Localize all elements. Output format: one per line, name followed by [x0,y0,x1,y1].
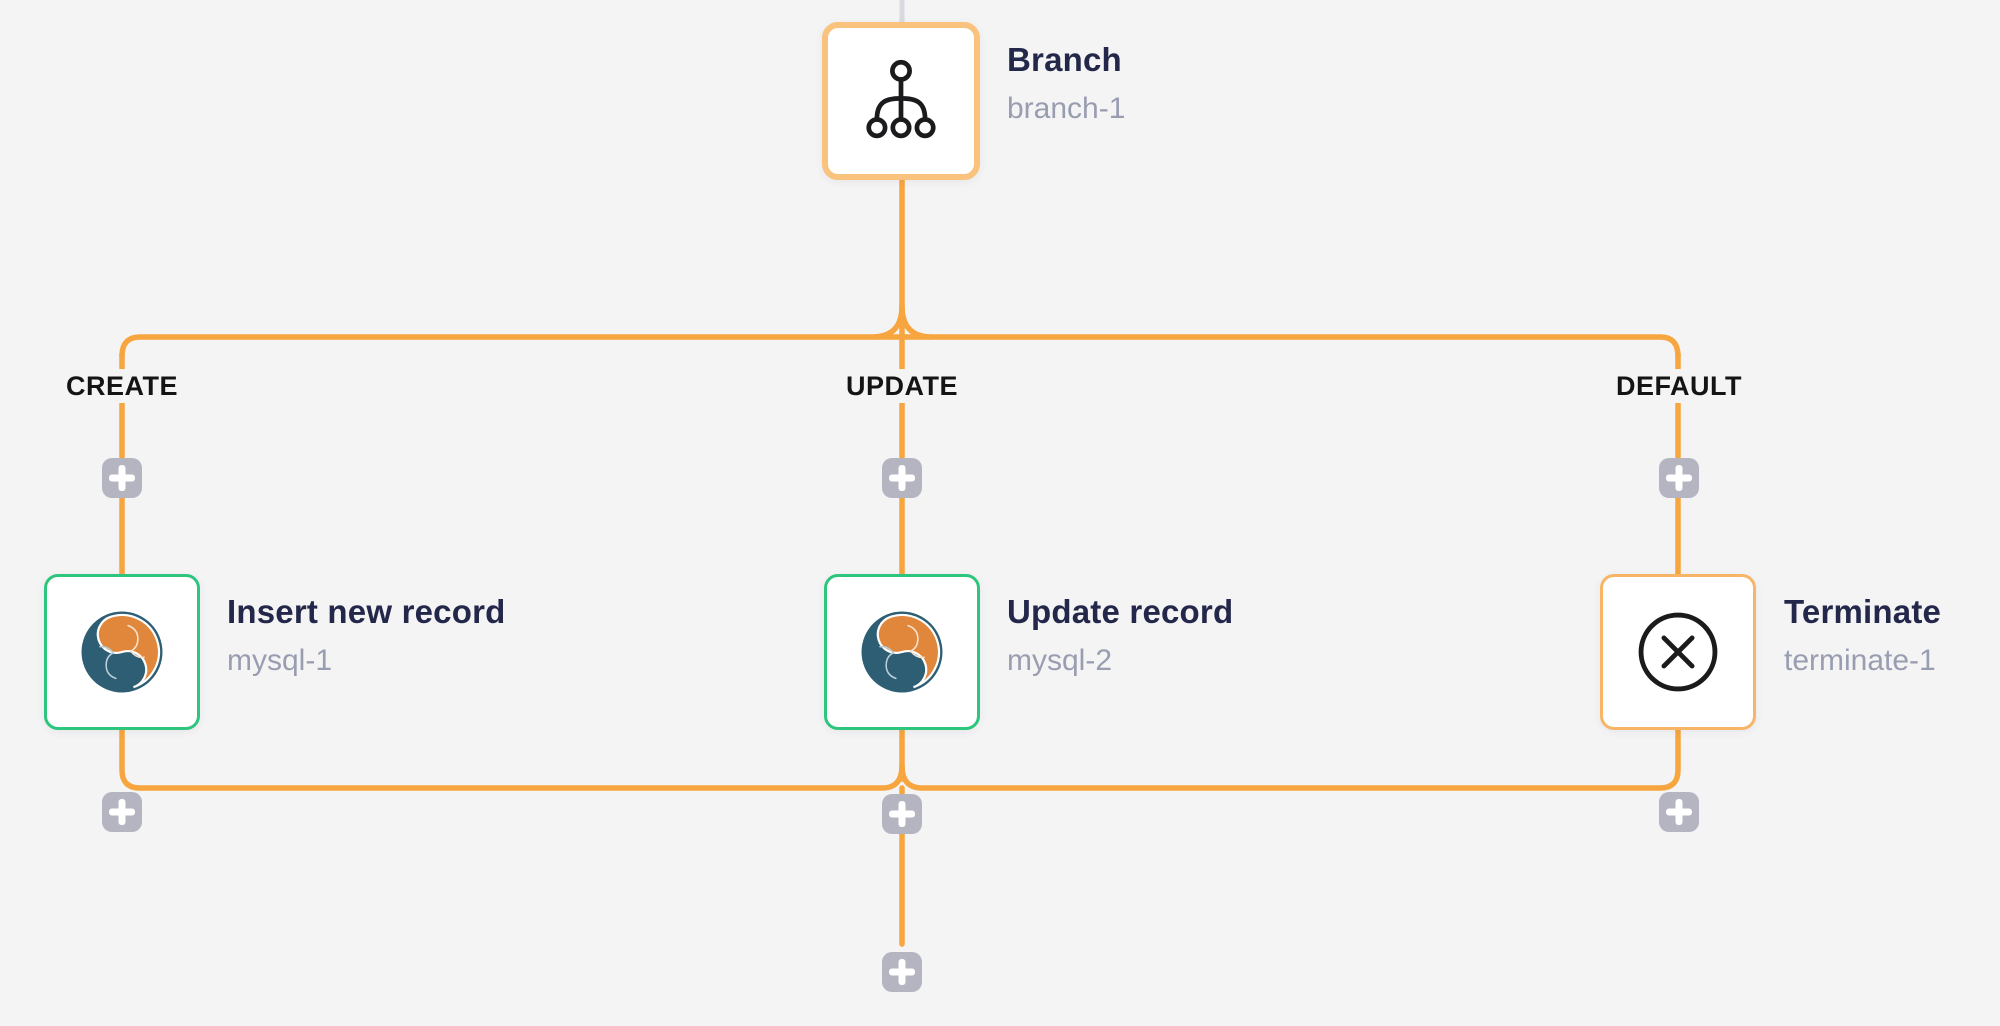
edge-split-bar [119,334,1681,359]
add-step-button-after-terminate[interactable] [1659,792,1699,832]
mysql-icon [861,611,943,693]
node-title: Update record [1007,593,1234,630]
terminate-icon [1638,612,1718,692]
branch-label-default: DEFAULT [1606,369,1752,403]
branch-icon [866,59,936,139]
add-step-button-final[interactable] [882,952,922,992]
node-subtitle: mysql-2 [1007,644,1113,677]
node-subtitle: branch-1 [1007,92,1126,125]
node-subtitle: mysql-1 [227,644,333,677]
node-title: Branch [1007,41,1122,78]
node-title: Insert new record [227,593,506,630]
branch-label-create: CREATE [55,369,189,403]
node-mysql-2[interactable] [824,574,980,730]
edge-merge-left [119,727,905,791]
node-mysql-1-text: Insert new record mysql-1 [227,594,506,676]
add-step-button-after-mysql-1[interactable] [102,792,142,832]
add-step-button-after-mysql-2[interactable] [882,794,922,834]
add-step-button-default[interactable] [1659,458,1699,498]
node-subtitle: terminate-1 [1784,644,1936,677]
mysql-icon [81,611,163,693]
node-mysql-2-text: Update record mysql-2 [1007,594,1233,676]
branch-label-update: UPDATE [835,369,969,403]
node-title: Terminate [1784,593,1942,630]
node-branch-text: Branch branch-1 [1007,42,1125,124]
node-terminate-text: Terminate terminate-1 [1784,594,1941,676]
edge-merge-right [899,727,1681,791]
node-branch[interactable] [822,22,980,180]
add-step-button-create[interactable] [102,458,142,498]
node-terminate[interactable] [1600,574,1756,730]
add-step-button-update[interactable] [882,458,922,498]
node-mysql-1[interactable] [44,574,200,730]
